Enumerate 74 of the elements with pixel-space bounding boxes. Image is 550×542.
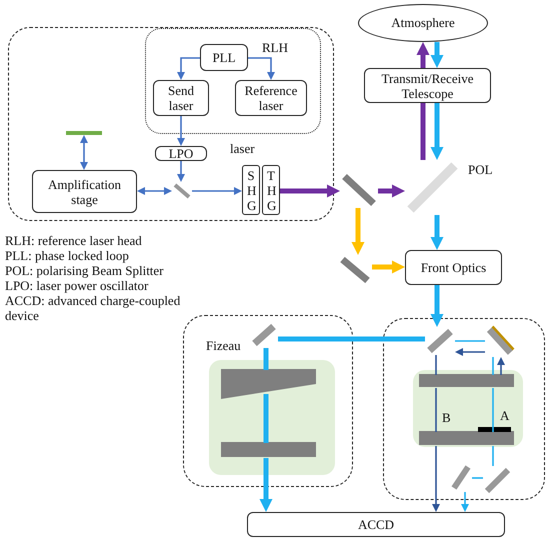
mirror [338,255,372,285]
note-text: LPO: laser power oscillator [5,278,148,293]
arrow [177,161,185,182]
dashed-group-frame [383,318,545,500]
beam-line [472,477,483,479]
note-text: ACCD: advanced charge-coupled device [5,293,182,323]
mirror [405,160,460,215]
mirror [425,327,455,355]
note-text: RLH: reference laser head [5,233,142,248]
mirror [172,182,192,200]
beam-line [278,336,425,342]
note-text: POL: polarising Beam Splitter [5,263,164,278]
mirror [483,466,512,495]
arrow [248,57,275,80]
interferometer-panel [413,370,523,447]
arrow [372,260,405,274]
glass-plate [221,442,316,457]
arrow [177,57,200,80]
beam-line [264,394,268,443]
beam-line [492,388,494,432]
beam-line [264,348,268,370]
process-box: Reference laser [235,80,307,116]
glass-plate [419,431,514,445]
arrow [430,215,444,250]
beam-line [455,340,485,342]
arrow [497,357,505,375]
process-box: Amplification stage [32,170,137,213]
arrow [430,103,444,160]
path-label: A [500,408,510,423]
arrow [352,208,364,255]
crystal-box: S H G [242,165,260,215]
arrow [192,187,242,195]
interferometer-panel [209,360,335,475]
arrow [177,116,185,146]
process-box: ACCD [247,512,505,537]
arrow [461,492,469,512]
beam-line [492,446,494,466]
process-box: PLL [200,44,248,71]
process-box: Send laser [153,80,209,116]
arrow [432,446,440,512]
beam-line [420,103,426,160]
arrow [416,42,430,68]
wedge-plate [221,369,316,399]
arrow [280,184,340,198]
mirror [340,172,378,208]
ellipse-node: Atmosphere [358,4,488,42]
dashed-group-frame [183,315,353,487]
reflector-bar [66,131,102,135]
component-label: POL [468,162,493,177]
group-title: laser [230,141,255,156]
path-label: B [442,410,451,425]
glass-plate [419,374,514,387]
group-title: RLH [262,40,288,55]
process-box: Front Optics [405,250,502,285]
arrow [137,187,172,195]
arrow [260,458,272,512]
mirror [485,325,515,357]
process-box: LPO [155,146,207,161]
beam-line [435,388,437,432]
dotted-group-frame [145,28,321,134]
arrow [80,135,88,170]
crystal-box: T H G [262,165,280,215]
group-title: Fizeau [206,338,241,353]
mirror [250,322,278,348]
process-box: Transmit/Receive Telescope [364,68,491,103]
dashed-group-frame [8,27,334,221]
beam-line [492,357,494,375]
mirror [450,463,472,492]
arrow [430,285,444,327]
arrow [378,184,405,198]
note-text: PLL: phase locked loop [5,248,129,263]
arrow [430,42,444,68]
beam-line [435,355,437,375]
arrow [455,348,485,356]
